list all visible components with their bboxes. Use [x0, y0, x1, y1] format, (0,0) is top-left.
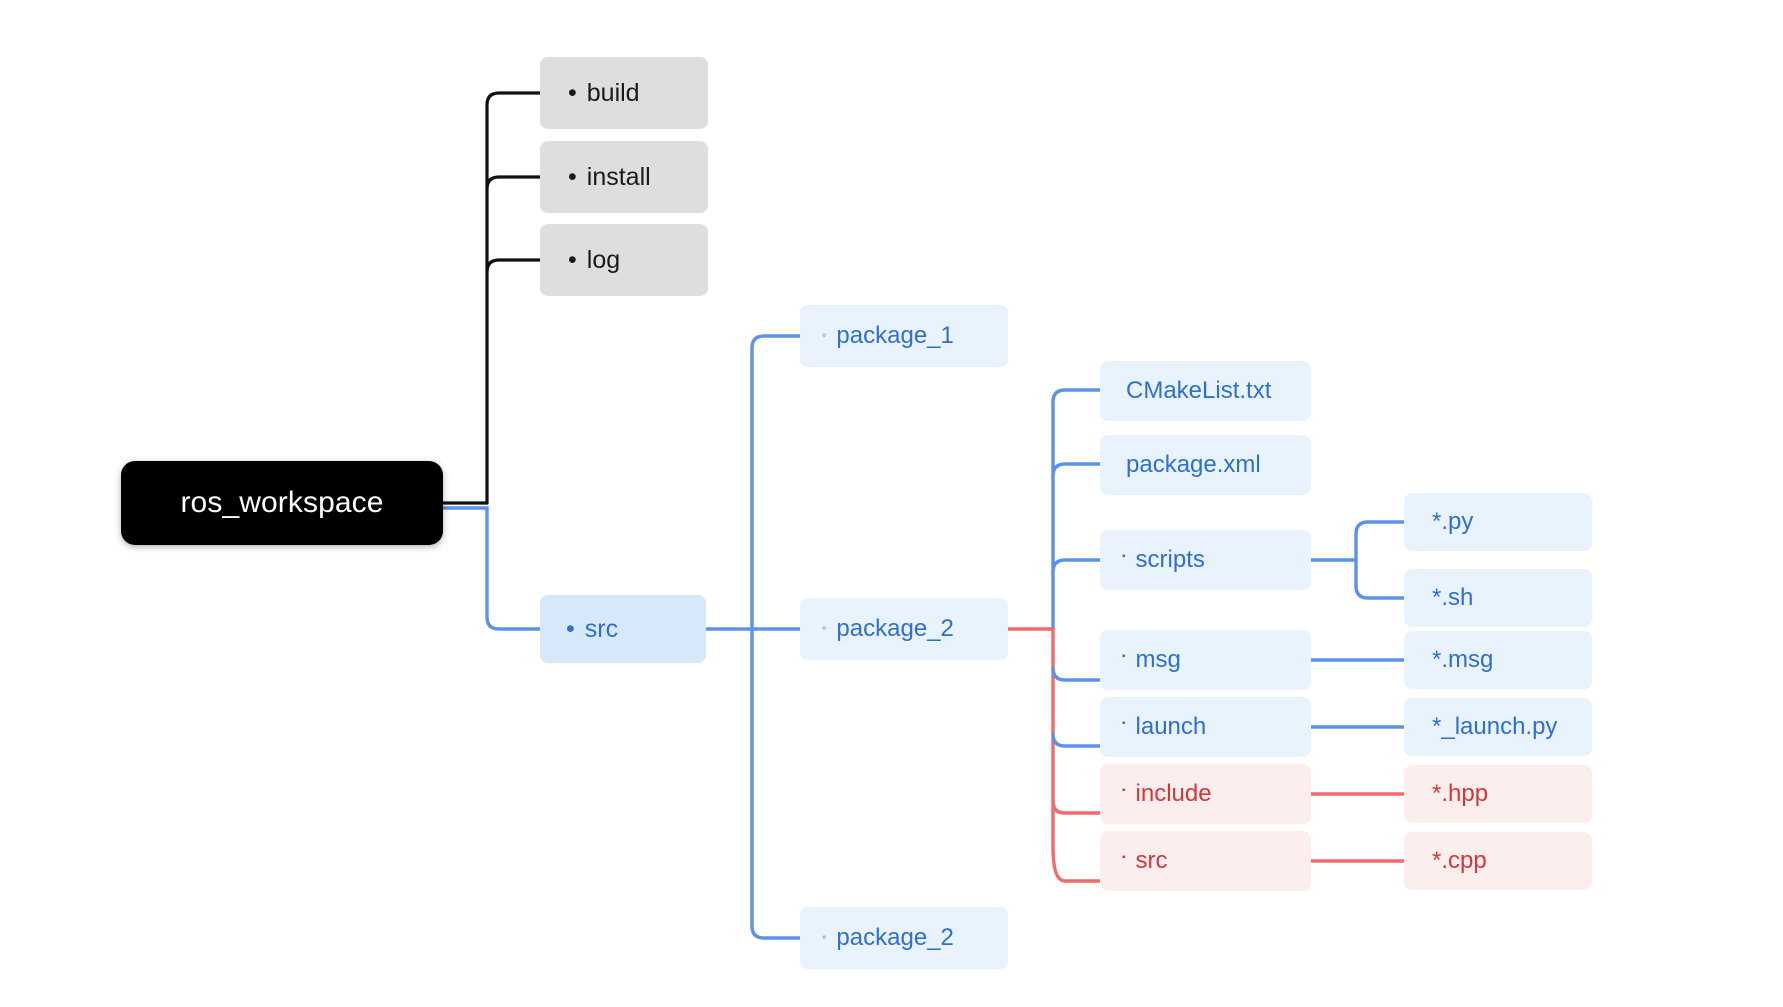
- node-label: *.msg: [1432, 646, 1494, 673]
- node-scripts[interactable]: ▪ scripts: [1100, 530, 1311, 590]
- node-include[interactable]: ▪ include: [1100, 764, 1311, 824]
- node-package-2-second[interactable]: ◦ package_2: [800, 907, 1008, 969]
- node-ros-workspace[interactable]: ros_workspace: [121, 461, 443, 545]
- node-label: package_1: [836, 322, 954, 349]
- node-label: *.sh: [1432, 584, 1474, 611]
- node-label: CMakeList.txt: [1126, 377, 1272, 404]
- node-cpp-files[interactable]: *.cpp: [1404, 832, 1592, 890]
- node-install[interactable]: • install: [540, 141, 708, 213]
- node-hpp-files[interactable]: *.hpp: [1404, 765, 1592, 823]
- node-label: package.xml: [1126, 451, 1261, 478]
- node-src-package[interactable]: ▪ src: [1100, 831, 1311, 891]
- bullet-square-icon: ▪: [1122, 651, 1126, 663]
- node-label: *.cpp: [1432, 847, 1487, 874]
- bullet-dot-icon: •: [568, 245, 577, 274]
- node-label: log: [586, 245, 621, 274]
- bullet-circle-icon: ◦: [822, 327, 827, 342]
- node-package-2[interactable]: ◦ package_2: [800, 598, 1008, 660]
- bullet-square-icon: ▪: [1122, 718, 1126, 730]
- node-label: install: [586, 162, 651, 191]
- node-msg-files[interactable]: *.msg: [1404, 631, 1592, 689]
- node-label: package_2: [836, 924, 954, 951]
- bullet-square-icon: ▪: [1122, 551, 1126, 563]
- node-label: *_launch.py: [1432, 713, 1558, 740]
- node-label: src: [1135, 847, 1168, 874]
- node-label: scripts: [1135, 546, 1205, 573]
- node-build[interactable]: • build: [540, 57, 708, 129]
- node-label: build: [586, 78, 640, 107]
- bullet-dot-icon: •: [568, 78, 577, 107]
- node-label: *.hpp: [1432, 780, 1489, 807]
- node-label: ros_workspace: [180, 486, 384, 519]
- node-src[interactable]: • src: [540, 595, 706, 663]
- node-label: launch: [1135, 713, 1207, 740]
- node-label: *.py: [1432, 508, 1474, 535]
- node-label: src: [584, 614, 619, 643]
- node-launch[interactable]: ▪ launch: [1100, 697, 1311, 757]
- node-log[interactable]: • log: [540, 224, 708, 296]
- bullet-square-icon: ▪: [1122, 785, 1126, 797]
- node-label: include: [1135, 780, 1212, 807]
- node-package-xml[interactable]: package.xml: [1100, 435, 1311, 495]
- node-sh-files[interactable]: *.sh: [1404, 569, 1592, 627]
- node-label: package_2: [836, 615, 954, 642]
- node-cmakelist-txt[interactable]: CMakeList.txt: [1100, 361, 1311, 421]
- bullet-dot-icon: •: [568, 162, 577, 191]
- node-launch-py-files[interactable]: *_launch.py: [1404, 698, 1592, 756]
- node-py-files[interactable]: *.py: [1404, 493, 1592, 551]
- bullet-dot-icon: •: [566, 614, 575, 643]
- bullet-circle-icon: ◦: [822, 929, 827, 944]
- node-msg[interactable]: ▪ msg: [1100, 630, 1311, 690]
- node-package-1[interactable]: ◦ package_1: [800, 305, 1008, 367]
- node-label: msg: [1135, 646, 1181, 673]
- bullet-square-icon: ▪: [1122, 852, 1126, 864]
- bullet-circle-icon: ◦: [822, 620, 827, 635]
